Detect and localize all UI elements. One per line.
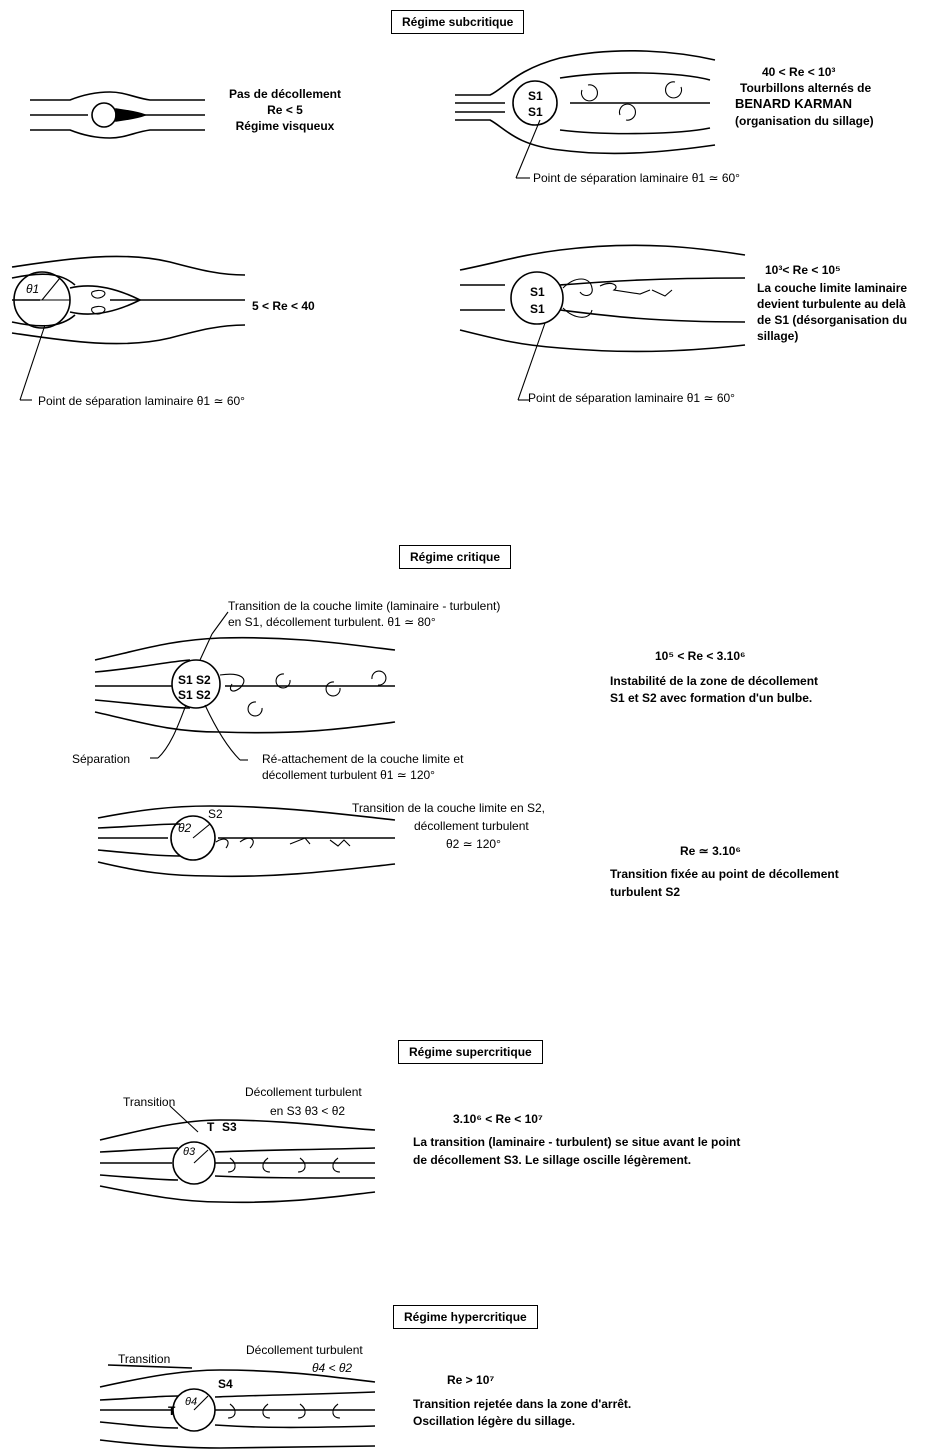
hyper-desc-1: Transition rejetée dans la zone d'arrêt. bbox=[413, 1396, 631, 1412]
hyper-range: Re > 10⁷ bbox=[447, 1372, 494, 1388]
hyper-desc-2: Oscillation légère du sillage. bbox=[413, 1413, 575, 1429]
hyper-t-label: T bbox=[168, 1403, 175, 1419]
hyper-s4-label: S4 bbox=[218, 1376, 233, 1392]
hyper-angle: θ4 bbox=[185, 1394, 197, 1410]
